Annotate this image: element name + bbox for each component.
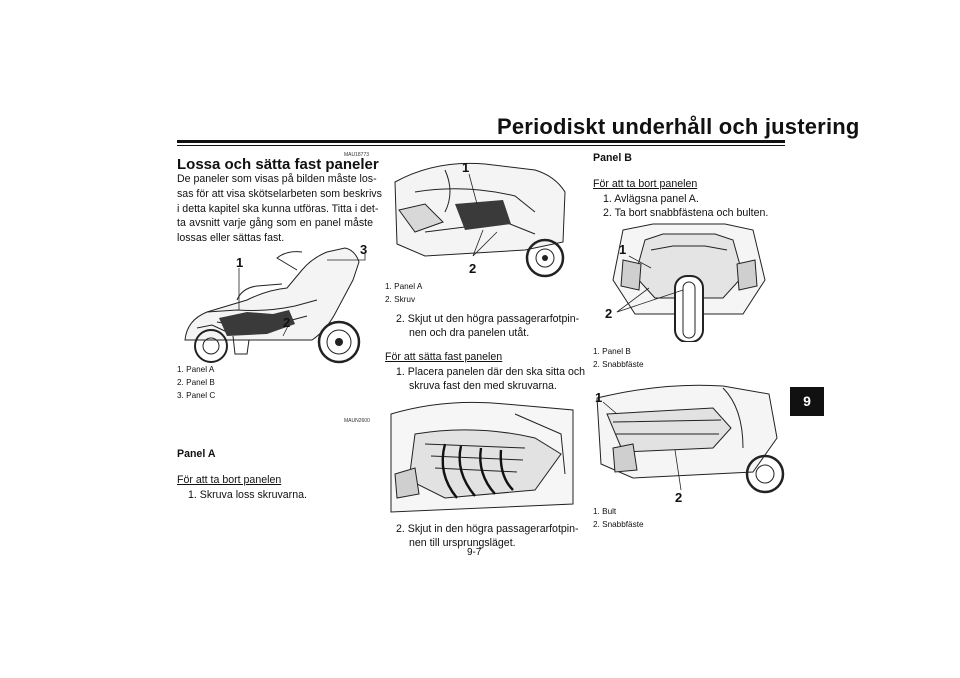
figure5-callout-2: 2	[675, 490, 682, 502]
page-number: 9-7	[467, 547, 482, 558]
caption-item: 3. Panel C	[177, 391, 216, 400]
caption-item: 2. Snabbfäste	[593, 360, 644, 369]
panel-b-title: Panel B	[593, 152, 632, 164]
header-rule-thin	[177, 145, 785, 146]
panel-b-front-illustration: 1 2	[605, 223, 766, 342]
intro-line: sas för att visa skötselarbeten som besk…	[177, 187, 382, 200]
figure5-caption: 1. Bult 2. Snabbfäste	[593, 505, 644, 531]
header-rule	[177, 140, 785, 143]
panel-a-title: Panel A	[177, 448, 216, 460]
chapter-tab[interactable]: 9	[790, 387, 824, 416]
intro-line: i detta kapitel ska kunna utföras. Titta…	[177, 202, 379, 215]
panel-a-install-step2-line2: nen till ursprungsläget.	[409, 537, 516, 549]
section-title: Lossa och sätta fast paneler	[177, 156, 379, 173]
figure1-callout-3: 3	[360, 242, 367, 257]
figure5-callout-1: 1	[595, 390, 602, 405]
panel-a-install-illustration	[390, 401, 574, 513]
panel-b-remove-step: 1. Avlägsna panel A.	[603, 193, 699, 205]
caption-item: 2. Panel B	[177, 378, 215, 387]
panel-a-install-step1-line1: 1. Placera panelen där den ska sitta och	[396, 366, 586, 378]
panel-a-remove-heading: För att ta bort panelen	[177, 474, 282, 486]
caption-item: 1. Panel A	[385, 282, 423, 291]
panel-b-remove-step: 2. Ta bort snabbfästena och bulten.	[603, 207, 769, 219]
panel-b-remove-heading: För att ta bort panelen	[593, 178, 698, 190]
figure4-caption: 1. Panel B 2. Snabbfäste	[593, 345, 644, 371]
intro-line: lossas eller sättas fast.	[177, 232, 285, 245]
figure-code: MAUN2600	[344, 418, 370, 424]
intro-line: De paneler som visas på bilden måste los…	[177, 173, 377, 185]
caption-item: 1. Bult	[593, 507, 617, 516]
panel-a-step2-line2: nen och dra panelen utåt.	[409, 327, 530, 339]
figure1-callout-1: 1	[236, 255, 243, 270]
panel-a-illustration: 1 2	[394, 160, 566, 278]
figure2-callout-2: 2	[469, 261, 476, 276]
figure4-callout-2: 2	[605, 306, 612, 321]
panel-a-install-step2-line1: 2. Skjut in den högra passagerarfotpin-	[396, 523, 579, 535]
intro-paragraph: De paneler som visas på bilden måste los…	[177, 172, 382, 246]
caption-item: 2. Snabbfäste	[593, 520, 644, 529]
panel-b-side-illustration: 1 2	[595, 384, 785, 502]
panel-a-step2-line1: 2. Skjut ut den högra passagerarfotpin-	[396, 313, 580, 325]
intro-line: ta avsnitt varje gång som en panel måste	[177, 217, 373, 230]
panel-a-install-step1-line2: skruva fast den med skruvarna.	[409, 380, 557, 392]
caption-item: 1. Panel B	[593, 347, 631, 356]
caption-item: 1. Panel A	[177, 365, 215, 374]
figure1-caption: 1. Panel A 2. Panel B 3. Panel C	[177, 363, 215, 402]
caption-item: 2. Skruv	[385, 295, 416, 304]
figure2-caption: 1. Panel A 2. Skruv	[385, 280, 422, 306]
panel-a-remove-step: 1. Skruva loss skruvarna.	[188, 489, 307, 501]
panel-a-install-heading: För att sätta fast panelen	[385, 351, 503, 363]
section-code: MAU18773	[344, 152, 370, 158]
figure1-callout-2: 2	[283, 315, 290, 330]
page-header-title: Periodiskt underhåll och justering	[497, 114, 860, 139]
scooter-overview-illustration: 1 2 3	[184, 242, 367, 364]
figure2-callout-1: 1	[462, 160, 469, 175]
figure4-callout-1: 1	[619, 242, 626, 257]
